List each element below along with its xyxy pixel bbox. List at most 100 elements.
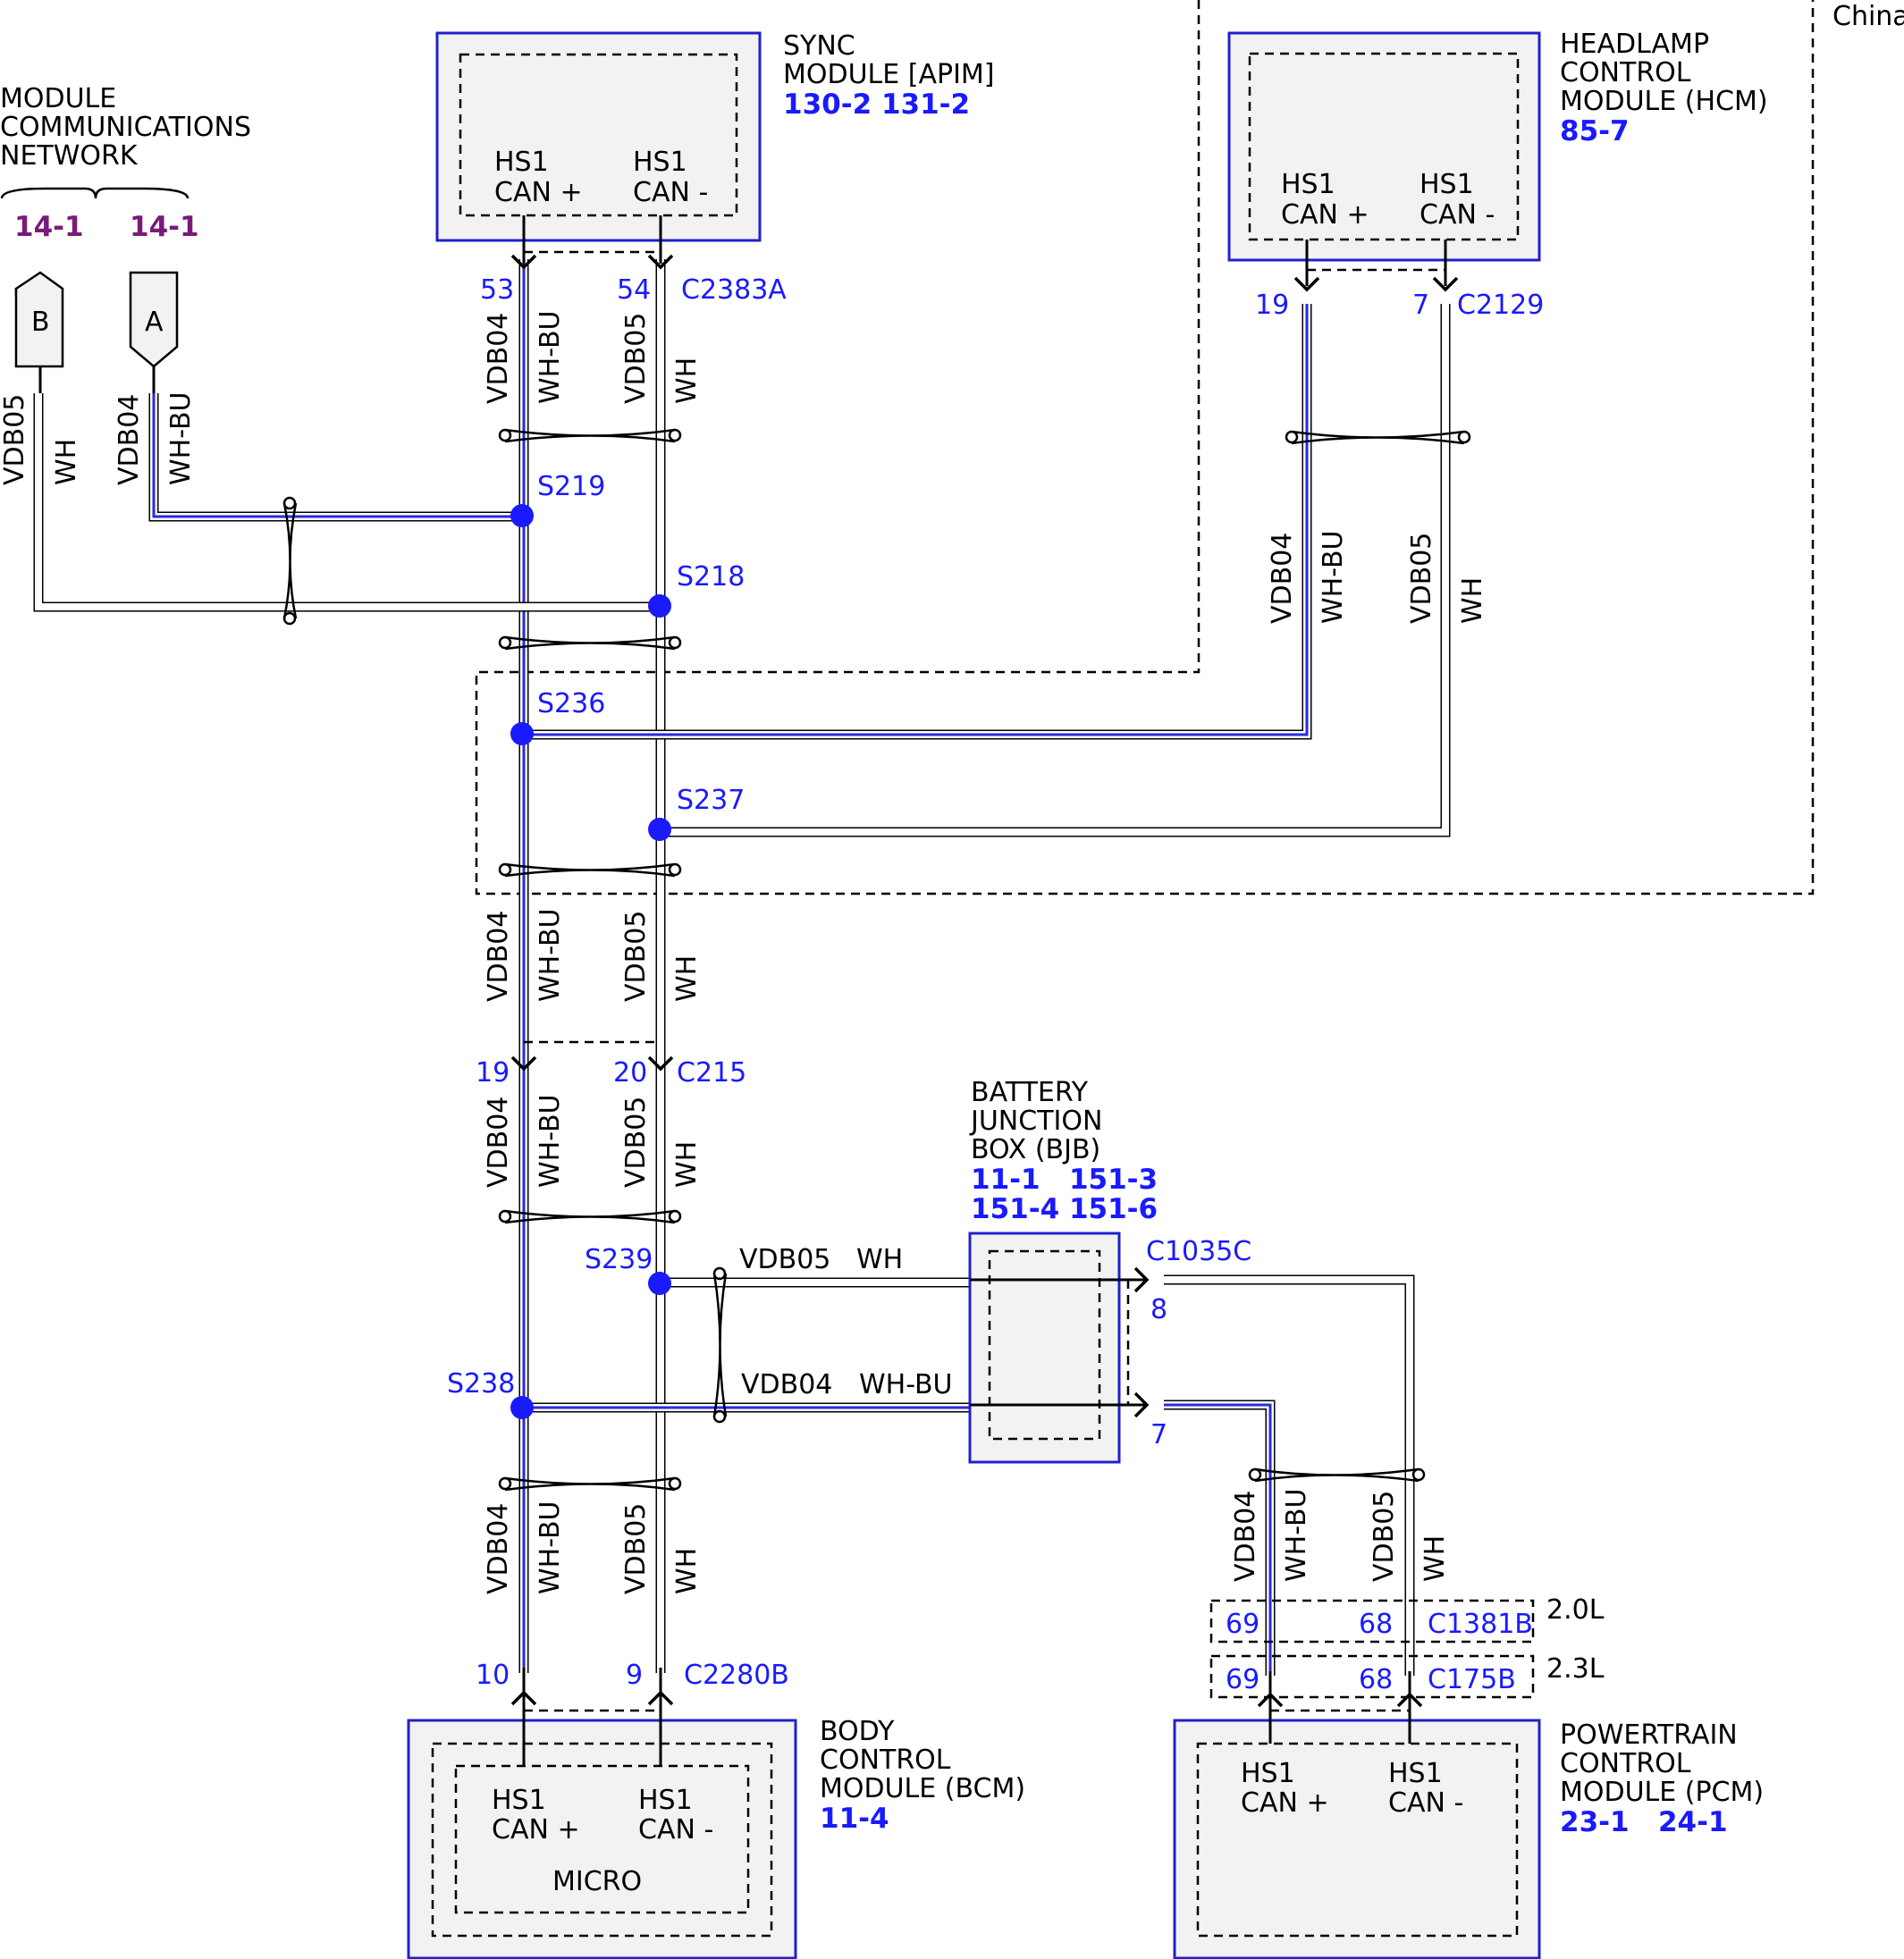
svg-text:C1035C: C1035C [1146,1236,1251,1267]
svg-text:VDB05: VDB05 [739,1244,830,1275]
svg-text:WH-BU: WH-BU [1281,1488,1312,1582]
pcm-module-refs: 23-1 24-1 [1560,1806,1728,1838]
svg-text:VDB05: VDB05 [620,911,652,1002]
svg-text:WH-BU: WH-BU [859,1369,953,1400]
wire-network-a [148,393,524,522]
svg-text:WH-BU: WH-BU [535,310,566,404]
svg-text:WH: WH [856,1244,903,1275]
svg-text:C2280B: C2280B [684,1660,789,1691]
svg-text:C2129: C2129 [1457,290,1544,321]
svg-text:HS1: HS1 [633,147,687,178]
svg-text:CAN +: CAN + [1281,199,1369,231]
svg-text:VDB04: VDB04 [1230,1491,1261,1582]
svg-text:VDB04: VDB04 [483,911,514,1002]
splice-label-s236: S236 [537,688,605,719]
svg-text:C215: C215 [677,1057,746,1089]
svg-text:WH-BU: WH-BU [535,1501,566,1594]
svg-text:NETWORK: NETWORK [0,140,139,172]
svg-text:WH-BU: WH-BU [165,391,197,485]
svg-text:VDB04: VDB04 [741,1369,832,1400]
splice-label-s238: S238 [447,1368,515,1400]
svg-text:HS1: HS1 [1241,1758,1295,1789]
svg-text:20: 20 [613,1057,647,1089]
bcm-micro-label: MICRO [552,1866,642,1897]
svg-text:WH-BU: WH-BU [535,1094,566,1188]
china-region-outline [475,0,1815,895]
svg-text:CAN +: CAN + [494,177,583,208]
connector-c2280b: 10 9 C2280B [476,1660,789,1712]
svg-text:VDB04: VDB04 [114,394,145,485]
wire-hcm-can-minus [661,304,1451,837]
wire-hcm-can-plus [524,304,1312,740]
svg-text:JUNCTION: JUNCTION [969,1106,1102,1137]
powertrain-control-module: HS1 CAN + HS1 CAN - POWERTRAIN CONTROL M… [1173,1671,1764,1959]
splice-label-s218: S218 [677,561,745,593]
svg-text:C2383A: C2383A [681,274,787,306]
svg-text:VDB05: VDB05 [620,1097,652,1188]
wire-labels-horizontal: VDB05 WH VDB04 WH-BU [739,1244,953,1400]
bcm-module-refs: 11-4 [820,1803,889,1835]
china-region-label: China [1832,1,1904,32]
svg-text:10: 10 [476,1660,510,1691]
svg-text:HS1: HS1 [1420,169,1474,200]
svg-text:BOX (BJB): BOX (BJB) [971,1134,1100,1165]
network-ref-a: 14-1 [130,211,199,243]
svg-text:VDB05: VDB05 [0,394,30,485]
svg-text:MODULE: MODULE [0,83,116,114]
svg-text:2.0L: 2.0L [1546,1594,1605,1626]
connector-c1381b: 69 68 C1381B 2.0L [1209,1594,1605,1644]
svg-text:54: 54 [617,274,651,306]
svg-text:WH: WH [1420,1535,1451,1582]
svg-text:WH: WH [51,439,82,485]
svg-text:19: 19 [476,1057,510,1089]
bjb-refs-line2: 151-4 151-6 [971,1193,1158,1225]
svg-text:POWERTRAIN: POWERTRAIN [1560,1719,1738,1751]
svg-text:WH: WH [671,1141,703,1188]
svg-text:MODULE (HCM): MODULE (HCM) [1560,86,1768,117]
network-connector-b: B [14,271,64,393]
bjb-refs-line1: 11-1 151-3 [971,1164,1158,1196]
svg-text:WH: WH [1457,577,1488,624]
module-communications-network: MODULE COMMUNICATIONS NETWORK 14-1 14-1 … [0,83,251,393]
headlamp-control-module: HS1 CAN + HS1 CAN - HEADLAMP CONTROL MOD… [1227,29,1768,286]
battery-junction-box: BATTERY JUNCTION BOX (BJB) 11-1 151-3 15… [968,1077,1158,1464]
svg-text:CAN -: CAN - [1388,1787,1463,1819]
svg-text:CAN +: CAN + [1241,1787,1329,1819]
svg-text:BODY: BODY [820,1716,895,1747]
svg-text:VDB04: VDB04 [1267,533,1298,624]
connector-c1035c: C1035C 8 7 [1126,1236,1251,1450]
svg-text:CAN -: CAN - [1420,199,1495,231]
svg-text:CONTROL: CONTROL [1560,1748,1691,1779]
connector-c2129: 19 7 C2129 [1255,268,1544,321]
wire-labels-vertical: VDB04 WH-BU VDB05 WH VDB04 WH-BU VDB05 W… [0,310,1488,1594]
svg-text:MODULE [APIM]: MODULE [APIM] [783,59,995,90]
wire-s239-bjb-pcm [661,1274,1415,1676]
body-control-module: HS1 CAN + HS1 CAN - MICRO BODY CONTROL M… [407,1668,1025,1959]
svg-text:69: 69 [1226,1664,1260,1695]
connector-c175b: 69 68 C175B 2.3L [1209,1653,1605,1712]
svg-text:WH-BU: WH-BU [535,908,566,1002]
connector-c2383a: 53 54 C2383A [480,250,787,306]
svg-text:9: 9 [626,1660,643,1691]
splice-s238 [510,1396,534,1419]
svg-text:7: 7 [1150,1419,1167,1450]
svg-text:MODULE (PCM): MODULE (PCM) [1560,1777,1764,1808]
network-connector-a: A [129,271,179,393]
svg-text:HS1: HS1 [1281,169,1335,200]
svg-text:68: 68 [1359,1664,1393,1695]
wires [33,259,1451,1676]
splice-label-s237: S237 [677,785,745,816]
svg-text:WH: WH [671,955,703,1002]
svg-text:CAN +: CAN + [492,1814,580,1845]
svg-text:CONTROL: CONTROL [820,1745,951,1776]
svg-text:53: 53 [480,274,514,306]
connector-c215: 19 20 C215 [476,1040,746,1089]
splice-s239 [648,1272,671,1295]
svg-text:C175B: C175B [1428,1664,1516,1695]
svg-text:B: B [31,307,50,338]
splice-s236 [510,722,534,745]
svg-text:COMMUNICATIONS: COMMUNICATIONS [0,112,251,143]
svg-text:CAN -: CAN - [638,1814,713,1845]
svg-text:WH: WH [671,1548,703,1594]
